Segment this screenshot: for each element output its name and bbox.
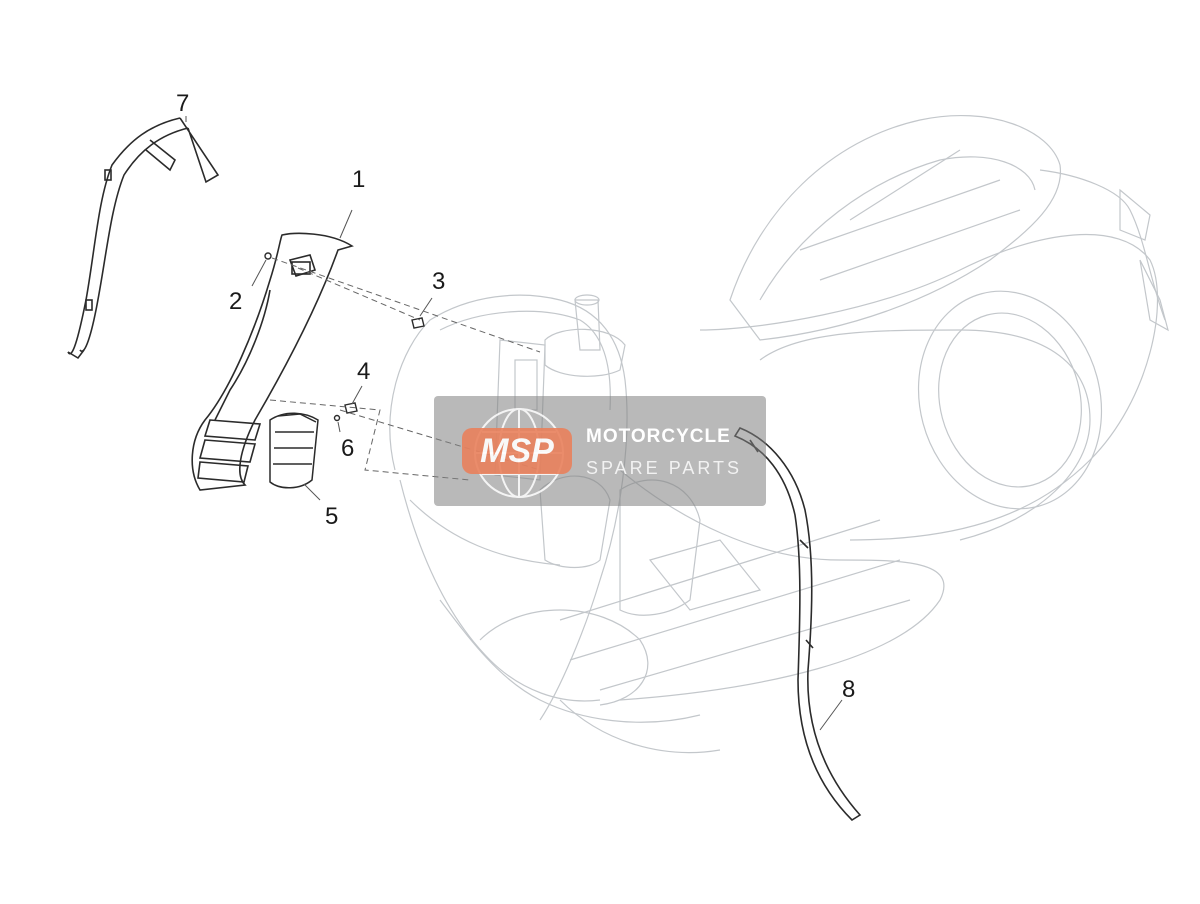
- callout-3: 3: [432, 268, 446, 295]
- fasteners: [264, 252, 425, 422]
- callout-5: 5: [325, 503, 339, 530]
- callout-leaders: [185, 116, 843, 731]
- callout-7: 7: [176, 90, 190, 117]
- watermark-logo-badge: MSP: [462, 428, 572, 474]
- part-7-upper-trim: [67, 117, 220, 360]
- watermark-subtitle: SPARE PARTS: [586, 458, 743, 478]
- callout-2: 2: [229, 288, 243, 315]
- part-1-front-cover: [191, 232, 354, 491]
- watermark-title: MOTORCYCLE: [586, 426, 731, 447]
- callout-6: 6: [341, 435, 355, 462]
- callout-1: 1: [352, 166, 366, 193]
- callout-4: 4: [357, 358, 371, 385]
- part-5-grille: [269, 412, 319, 489]
- callout-8: 8: [842, 676, 856, 703]
